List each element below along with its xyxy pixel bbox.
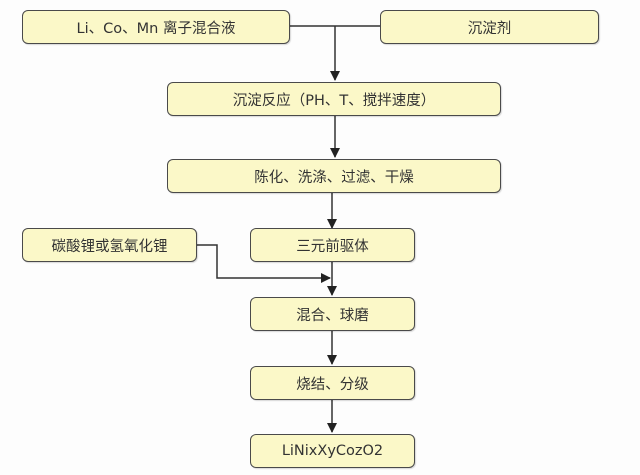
node-product: LiNixXyCozO2 bbox=[250, 434, 415, 468]
node-aging-washing: 陈化、洗涤、过滤、干燥 bbox=[167, 159, 501, 193]
node-precipitant: 沉淀剂 bbox=[380, 10, 599, 44]
node-precursor: 三元前驱体 bbox=[250, 228, 415, 262]
node-precipitation-reaction: 沉淀反应（PH、T、搅拌速度） bbox=[167, 82, 501, 116]
node-sintering-grading: 烧结、分级 bbox=[250, 366, 415, 400]
node-mixed-solution: Li、Co、Mn 离子混合液 bbox=[22, 10, 290, 44]
node-mixing-milling: 混合、球磨 bbox=[250, 297, 415, 331]
edge-lithium-to-mixing bbox=[196, 244, 331, 283]
node-lithium-source: 碳酸锂或氢氧化锂 bbox=[22, 228, 197, 262]
